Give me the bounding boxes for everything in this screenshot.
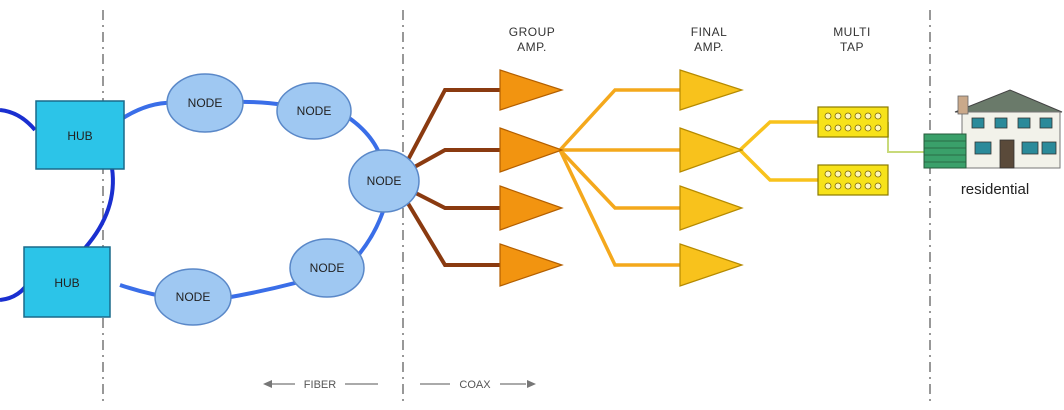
coax-arrow-head [527, 380, 536, 388]
group-amp-2 [499, 127, 564, 173]
node-bottom-left: NODE [154, 268, 232, 326]
multi-tap-1 [817, 106, 889, 138]
fiber-arrow-head [263, 380, 272, 388]
node-center: NODE [348, 149, 420, 213]
hub-label: HUB [67, 129, 92, 143]
tap-link-1 [738, 120, 818, 152]
trunk-1 [398, 88, 500, 176]
group-amp-4 [499, 243, 564, 287]
node-label: NODE [176, 290, 211, 304]
header-group-amp-line1: GROUP [509, 25, 556, 39]
final-amp-2 [679, 127, 744, 173]
fiber-ring-bottom [119, 204, 387, 300]
dist-link-3 [558, 148, 680, 210]
hub-box-bottom: HUB [23, 246, 111, 318]
fiber-ring-top [118, 99, 382, 156]
hub-link-vertical [83, 167, 115, 250]
header-multi-tap-line1: MULTI [833, 25, 871, 39]
node-label: NODE [310, 261, 345, 275]
node-bottom-right: NODE [289, 238, 365, 298]
group-amp-3 [499, 185, 564, 231]
node-label: NODE [188, 96, 223, 110]
hub-label: HUB [54, 276, 79, 290]
node-top-right: NODE [276, 82, 352, 140]
coax-label: COAX [459, 379, 491, 391]
node-label: NODE [367, 174, 402, 188]
final-amp-1 [679, 69, 744, 111]
header-final-amp-line2: AMP. [694, 40, 724, 54]
header-multi-tap-line2: TAP [840, 40, 864, 54]
dist-link-1 [558, 88, 680, 152]
trunk-4 [398, 188, 500, 267]
node-top-left: NODE [166, 73, 244, 133]
tap-link-2 [738, 148, 818, 182]
fiber-label: FIBER [304, 379, 336, 391]
multi-tap-2 [817, 164, 889, 196]
dist-link-4 [558, 149, 680, 267]
final-amp-3 [679, 185, 744, 231]
group-amp-1 [499, 69, 564, 111]
hub-box-top: HUB [35, 100, 125, 170]
hub-link-outer-top [0, 108, 37, 132]
residential-label: residential [961, 181, 1029, 198]
node-label: NODE [297, 104, 332, 118]
house-icon [923, 89, 1063, 169]
final-amp-4 [679, 243, 744, 287]
header-final-amp-line1: FINAL [691, 25, 728, 39]
header-group-amp-line2: AMP. [517, 40, 547, 54]
